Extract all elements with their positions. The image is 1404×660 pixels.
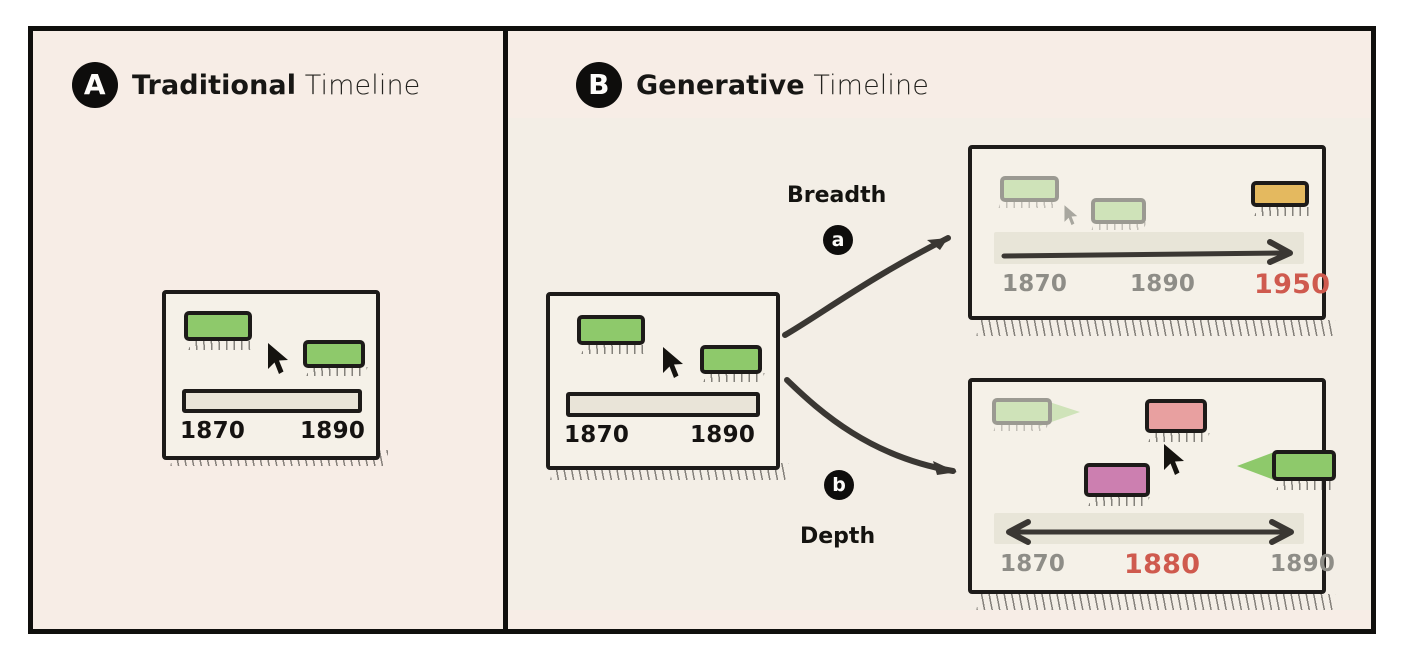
event-chip-faded[interactable] — [1091, 198, 1146, 224]
year-label: 1870 — [1002, 271, 1068, 297]
double-arrow-icon — [1006, 519, 1294, 545]
event-chip[interactable] — [303, 340, 365, 368]
panel-b-badge: B — [576, 62, 622, 108]
event-chip[interactable] — [184, 311, 252, 341]
year-label: 1890 — [1130, 271, 1196, 297]
panel-b-title-bold: Generative — [636, 69, 805, 101]
depth-flow-arrow — [784, 377, 957, 475]
depth-timeline-track — [994, 513, 1304, 544]
event-chip[interactable] — [1272, 450, 1336, 481]
panel-b-title: Generative Timeline — [636, 70, 929, 101]
panel-a-header: A Traditional Timeline — [72, 62, 420, 108]
year-label: 1870 — [1000, 551, 1066, 577]
year-label: 1890 — [300, 418, 366, 444]
event-chip-new[interactable] — [1145, 399, 1207, 433]
panel-b-title-thin: Timeline — [813, 69, 929, 101]
timeline-bar[interactable] — [566, 392, 760, 417]
panel-a-title-bold: Traditional — [132, 69, 297, 101]
year-label: 1870 — [180, 418, 246, 444]
year-label: 1870 — [564, 422, 630, 448]
breadth-timeline-track — [994, 232, 1304, 264]
event-chip[interactable] — [577, 315, 645, 345]
panel-divider — [503, 31, 508, 629]
event-chip[interactable] — [700, 345, 762, 374]
pointer-cursor — [1164, 444, 1184, 475]
pointer-cursor — [268, 343, 288, 374]
event-chip-faded[interactable] — [1000, 176, 1059, 202]
panel-a-badge: A — [72, 62, 118, 108]
timeline-bar[interactable] — [182, 389, 362, 413]
year-label-highlight: 1880 — [1124, 549, 1201, 580]
year-label-highlight: 1950 — [1254, 269, 1331, 300]
right-arrow-icon — [1001, 239, 1293, 265]
breadth-badge: a — [823, 225, 853, 255]
year-label: 1890 — [690, 422, 756, 448]
event-chip-new[interactable] — [1084, 463, 1150, 497]
breadth-flow-arrow — [782, 235, 951, 338]
panel-a-title: Traditional Timeline — [132, 70, 420, 101]
panel-b-header: B Generative Timeline — [576, 62, 929, 108]
year-label: 1890 — [1270, 551, 1336, 577]
panel-a-title-thin: Timeline — [304, 69, 421, 101]
breadth-label: Breadth — [787, 183, 887, 208]
incoming-direction-triangle — [1237, 451, 1277, 481]
pointer-cursor — [663, 347, 683, 378]
pointer-cursor-faded — [1064, 205, 1078, 226]
depth-badge: b — [824, 470, 854, 500]
event-chip-new[interactable] — [1251, 181, 1309, 207]
event-chip-faded[interactable] — [992, 398, 1052, 425]
depth-label: Depth — [800, 524, 876, 549]
